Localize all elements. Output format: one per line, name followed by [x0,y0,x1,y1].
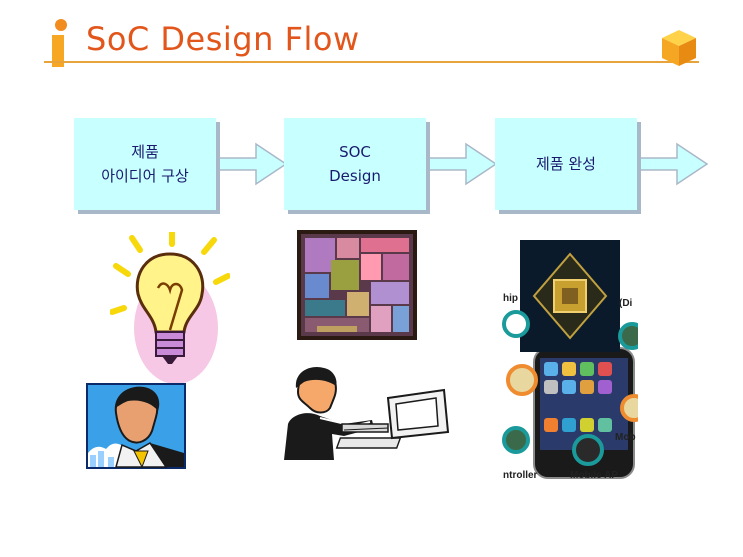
chip-die-photo [297,230,417,340]
flow-step-idea: 제품 아이디어 구상 [74,118,216,210]
flow-step-product-line1: 제품 완성 [536,155,596,173]
flow-arrow-2 [425,142,498,186]
flow-step-idea-line1: 제품 [131,143,159,161]
phone-label-mob: Mob [615,432,636,443]
flow-step-idea-line2: 아이디어 구상 [101,167,189,185]
phone-label-chip: hip [503,293,518,304]
engineer-at-computer-illustration [284,366,450,460]
flow-step-soc-design: SOC Design [284,118,426,210]
thinking-man-illustration [86,383,186,469]
title-rule [44,61,699,63]
cube-icon [660,28,698,72]
phone-label-controller: ntroller [503,470,538,481]
flow-arrow-3 [636,142,709,186]
flow-arrow-1 [215,142,288,186]
phone-label-mobile-ap: Mobile AP [570,470,618,481]
phone-label-di: (Di [619,298,633,309]
logo-i-icon [48,18,70,72]
flow-step-product: 제품 완성 [495,118,637,210]
flow-step-soc-line1: SOC [339,143,371,161]
lightbulb-illustration [110,232,230,384]
smartphone-product-illustration [502,240,638,480]
slide-title: SoC Design Flow [86,20,360,58]
flow-step-soc-line2: Design [329,167,381,185]
